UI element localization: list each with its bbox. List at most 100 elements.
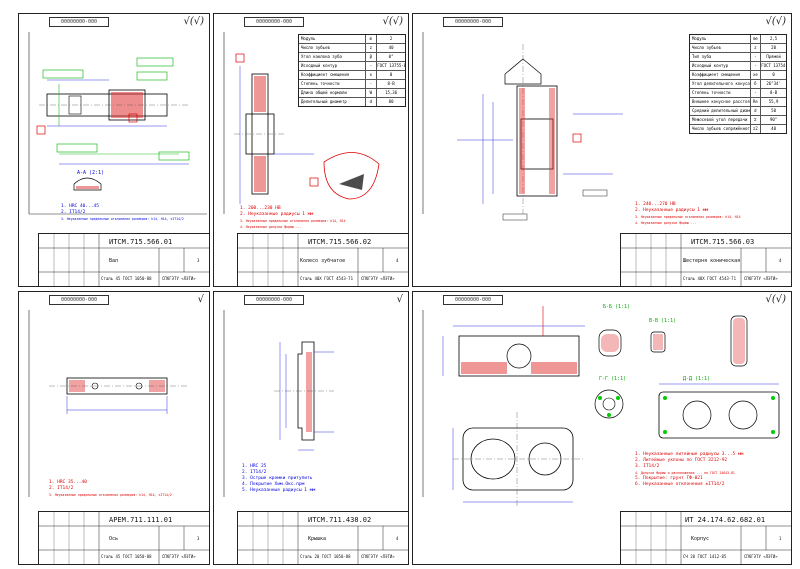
- note-line: 1. Неуказанные литейные радиусы 3...5 мм: [635, 452, 744, 457]
- note-line: 2. IT14/2: [242, 470, 267, 475]
- part-name: Вал: [109, 258, 119, 264]
- note-line: 3. Неуказанные предельные отклонения раз…: [61, 217, 184, 221]
- material: Сталь 40Х ГОСТ 4543-71: [300, 276, 353, 281]
- bevel-gear-cone: [504, 58, 542, 85]
- organization: СПбГЭТУ «ЛЭТИ»: [162, 554, 196, 559]
- sheet-stamp: 00000000-000: [244, 295, 304, 305]
- note-line: 1. HRC 25: [242, 464, 267, 469]
- axle-drawing: [28, 310, 189, 497]
- section-label: Г-Г (1:1): [599, 376, 627, 382]
- note-line: 2. Неуказанные радиусы 1 мм: [240, 212, 314, 217]
- table-row: Исходный контур-ГОСТ 13754-81: [690, 62, 786, 71]
- note-line: 5. Покрытие: грунт ГФ-021: [635, 476, 703, 481]
- title-block: ИТ 24.174.62.682.01 Корпус 1 СЧ 20 ГОСТ …: [620, 511, 791, 564]
- drawing-sheet-axle[interactable]: 00000000-000 √ 1. HRC 35...40 2. IT14/2 …: [18, 291, 210, 565]
- section-view-flange: [594, 389, 624, 419]
- title-block: АРЕМ.711.111.01 Ось 3 Сталь 45 ГОСТ 1050…: [38, 511, 209, 564]
- note-line: 4. Неуказанные допуски формы ...: [635, 221, 697, 225]
- surface-roughness-symbol: √(√): [382, 16, 403, 27]
- note-line: 3. Неуказанные предельные отклонения раз…: [49, 493, 172, 497]
- section-label: А-А (2:1): [77, 170, 105, 176]
- note-line: 1. HRC 35...40: [49, 480, 87, 485]
- drawing-designation: ИТСМ.715.566.02: [308, 238, 372, 246]
- part-name: Корпус: [691, 536, 710, 542]
- part-name: Крышка: [308, 536, 327, 542]
- section-view-base: [658, 391, 780, 439]
- material: Сталь 45 ГОСТ 1050-88: [101, 276, 152, 281]
- surface-roughness-symbol: √(√): [765, 16, 786, 27]
- technical-notes: 1. HRC 35...40 2. IT14/2 3. Неуказанные …: [49, 480, 172, 498]
- gear-body: [516, 85, 558, 197]
- material: СЧ 20 ГОСТ 1412-85: [683, 554, 727, 559]
- note-line: 1. 200...230 HB: [240, 206, 281, 211]
- technical-notes: 1. HRC 40...45 2. IT14/2 3. Неуказанные …: [61, 204, 184, 222]
- sheet-number: 3: [197, 258, 200, 263]
- note-line: 3. Неуказанные предельные отклонения раз…: [635, 215, 741, 219]
- title-block: ИТСМ.715.566.01 Вал 3 Сталь 45 ГОСТ 1050…: [38, 233, 209, 286]
- drawing-sheet-shaft[interactable]: 00000000-000 √(√) А-А (2:1): [18, 13, 210, 287]
- table-row: Исходный контур-ГОСТ 13755-81: [299, 62, 405, 71]
- section-label: В-В (1:1): [649, 318, 677, 324]
- part-name: Колесо зубчатое: [300, 258, 346, 264]
- drawing-sheet-housing[interactable]: 00000000-000 √(√): [412, 291, 792, 565]
- table-row: Тип зуба-Прямой: [690, 53, 786, 62]
- note-line: 3. IT14/2: [635, 464, 660, 469]
- part-name: Шестерня коническая: [683, 258, 741, 264]
- table-row: Число зубьев сопряжённого колесаz240: [692, 125, 776, 133]
- sheet-stamp: 00000000-000: [443, 17, 503, 27]
- drawing-designation: ИТ 24.174.62.682.01: [685, 516, 766, 524]
- drawing-designation: ИТСМ.715.566.03: [691, 238, 755, 246]
- sheet-number: 1: [779, 536, 782, 541]
- section-view-small-2: [650, 331, 666, 353]
- note-line: 4. Допуски формы и расположения ... по Г…: [635, 471, 735, 475]
- title-block: ИТСМ.711.438.02 Крышка 4 Сталь 20 ГОСТ 1…: [237, 511, 408, 564]
- housing-drawing: [422, 306, 780, 507]
- cover-drawing: [223, 310, 334, 497]
- note-line: 2. IT14/2: [49, 486, 74, 491]
- sheet-number: 3: [197, 536, 200, 541]
- note-line: 3. Неуказанные предельные отклонения раз…: [240, 219, 346, 223]
- surface-roughness-symbol: √(√): [183, 16, 204, 27]
- note-line: 6. Неуказанные отклонения ±IT14/2: [635, 482, 725, 487]
- sheet-stamp: 00000000-000: [49, 295, 109, 305]
- sheet-number: 4: [396, 536, 399, 541]
- note-line: 3. Острые кромки притупить: [242, 476, 313, 481]
- note-line: 2. Литейные уклоны по ГОСТ 3212-92: [635, 458, 728, 463]
- housing-top-view: [462, 427, 574, 491]
- note-line: 1. HRC 40...45: [61, 204, 99, 209]
- technical-notes: 1. 240...270 HB 2. Неуказанные радиусы 1…: [635, 202, 741, 226]
- housing-front-view: [458, 335, 580, 377]
- section-view-small-3: [730, 315, 748, 367]
- surface-roughness-symbol: √(√): [765, 294, 786, 305]
- section-label: Б-Б (1:1): [603, 304, 631, 310]
- sheet-stamp: 00000000-000: [244, 17, 304, 27]
- organization: СПбГЭТУ «ЛЭТИ»: [361, 554, 395, 559]
- surface-roughness-symbol: √: [197, 294, 204, 305]
- title-block: ИТСМ.715.566.02 Колесо зубчатое 4 Сталь …: [237, 233, 408, 286]
- table-row: Степень точности-8-B: [299, 80, 405, 89]
- technical-notes: 1. HRC 25 2. IT14/2 3. Острые кромки при…: [242, 464, 315, 494]
- material: Сталь 45 ГОСТ 1050-88: [101, 554, 152, 559]
- drawing-designation: АРЕМ.711.111.01: [109, 516, 173, 524]
- material: Сталь 40Х ГОСТ 4543-71: [683, 276, 736, 281]
- bevel-gear-drawing: [422, 32, 623, 221]
- drawing-designation: ИТСМ.711.438.02: [308, 516, 372, 524]
- drawing-sheet-cover[interactable]: 00000000-000 √ 1. HRC 25 2. IT14/2 3. Ос…: [213, 291, 409, 565]
- sheet-stamp: 00000000-000: [443, 295, 503, 305]
- title-block: ИТСМ.715.566.03 Шестерня коническая 4 Ст…: [620, 233, 791, 286]
- note-line: 2. IT14/2: [61, 210, 86, 215]
- organization: СПбГЭТУ «ЛЭТИ»: [744, 554, 778, 559]
